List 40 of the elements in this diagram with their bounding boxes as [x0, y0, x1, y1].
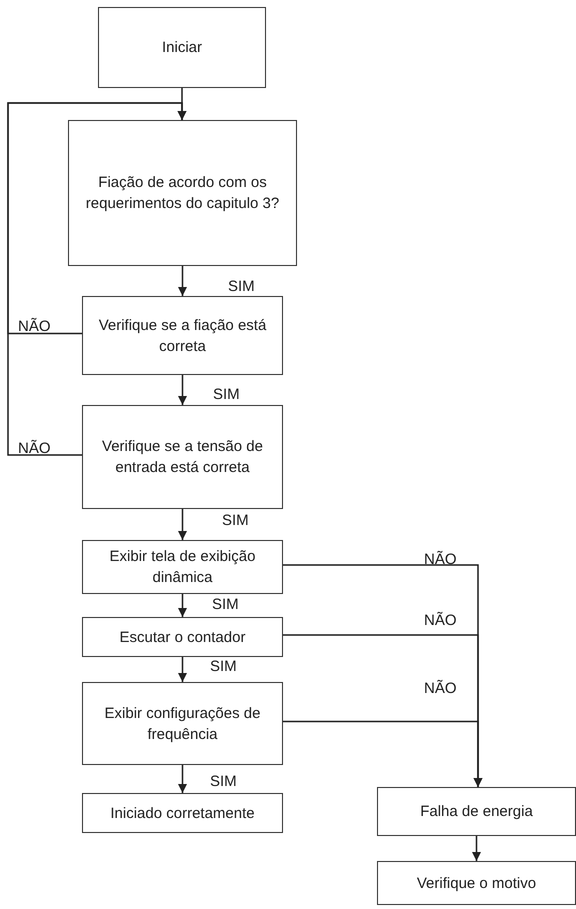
edge-label: SIM	[213, 386, 240, 403]
box-label: Verifique se a fiação está correta	[98, 316, 268, 356]
box-label: Fiação de acordo com os requerimentos do capitulo 3?	[84, 173, 280, 214]
edge-label: SIM	[222, 512, 249, 529]
box-label: Verifique se a tensão de entrada está correta	[101, 437, 264, 478]
box-label: Escutar o contador	[120, 628, 246, 648]
edge-label: SIM	[228, 278, 255, 295]
box-label: Iniciar	[162, 38, 202, 58]
arrow	[178, 266, 187, 296]
arrow	[178, 509, 187, 540]
arrow	[178, 594, 187, 617]
process-box	[82, 793, 283, 833]
process-box	[82, 405, 283, 509]
process-box	[377, 861, 576, 905]
arrow	[178, 657, 187, 682]
arrow	[7, 102, 186, 456]
process-box	[82, 540, 283, 594]
box-label: Exibir tela de exibição dinâmica	[108, 547, 256, 588]
process-box	[98, 7, 266, 88]
process-box	[68, 120, 297, 266]
edge-label: NÃO	[424, 551, 457, 568]
box-label: Falha de energia	[420, 802, 533, 822]
edge-label: SIM	[210, 773, 237, 790]
edge-label: NÃO	[18, 318, 51, 335]
process-box	[377, 787, 576, 836]
box-label: Verifique o motivo	[416, 874, 536, 894]
arrow	[178, 765, 187, 793]
edge-label: NÃO	[424, 680, 457, 697]
arrow	[283, 720, 482, 787]
arrow	[472, 836, 481, 861]
arrow	[178, 375, 187, 405]
edge-label: NÃO	[18, 440, 51, 457]
process-box	[82, 296, 283, 375]
edge-label: SIM	[210, 658, 237, 675]
box-label: Exibir configurações de frequência	[104, 704, 262, 744]
process-box	[82, 617, 283, 657]
box-label: Iniciado corretamente	[110, 804, 255, 824]
edge-label: NÃO	[424, 612, 457, 629]
process-box	[82, 682, 283, 765]
edge-label: SIM	[212, 596, 239, 613]
